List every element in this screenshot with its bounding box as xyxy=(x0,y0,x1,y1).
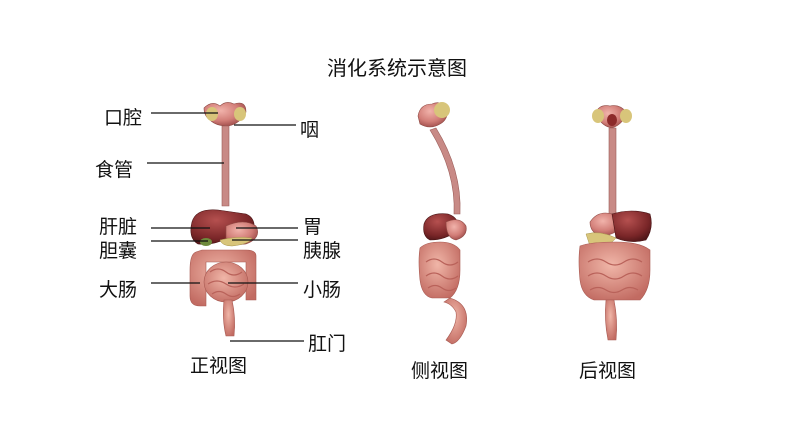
label-small-intestine: 小肠 xyxy=(303,279,342,301)
diagram-title: 消化系统示意图 xyxy=(327,56,467,80)
label-stomach: 胃 xyxy=(303,216,323,238)
caption-front-view: 正视图 xyxy=(190,355,248,377)
label-pancreas: 胰腺 xyxy=(303,240,342,262)
caption-back-view: 后视图 xyxy=(579,360,637,382)
caption-side-view: 侧视图 xyxy=(411,360,469,382)
label-mouth: 口腔 xyxy=(104,107,143,129)
front-view-figure xyxy=(189,102,258,337)
label-large-intestine: 大肠 xyxy=(99,279,138,301)
leader-lines xyxy=(147,112,304,342)
side-view-figure xyxy=(417,102,467,345)
label-anus: 肛门 xyxy=(308,333,347,355)
label-esophagus: 食管 xyxy=(95,159,134,181)
back-view-figure xyxy=(578,105,652,341)
label-gallbladder: 胆囊 xyxy=(99,240,138,262)
label-pharynx: 咽 xyxy=(300,119,320,141)
label-liver: 肝脏 xyxy=(99,216,138,238)
